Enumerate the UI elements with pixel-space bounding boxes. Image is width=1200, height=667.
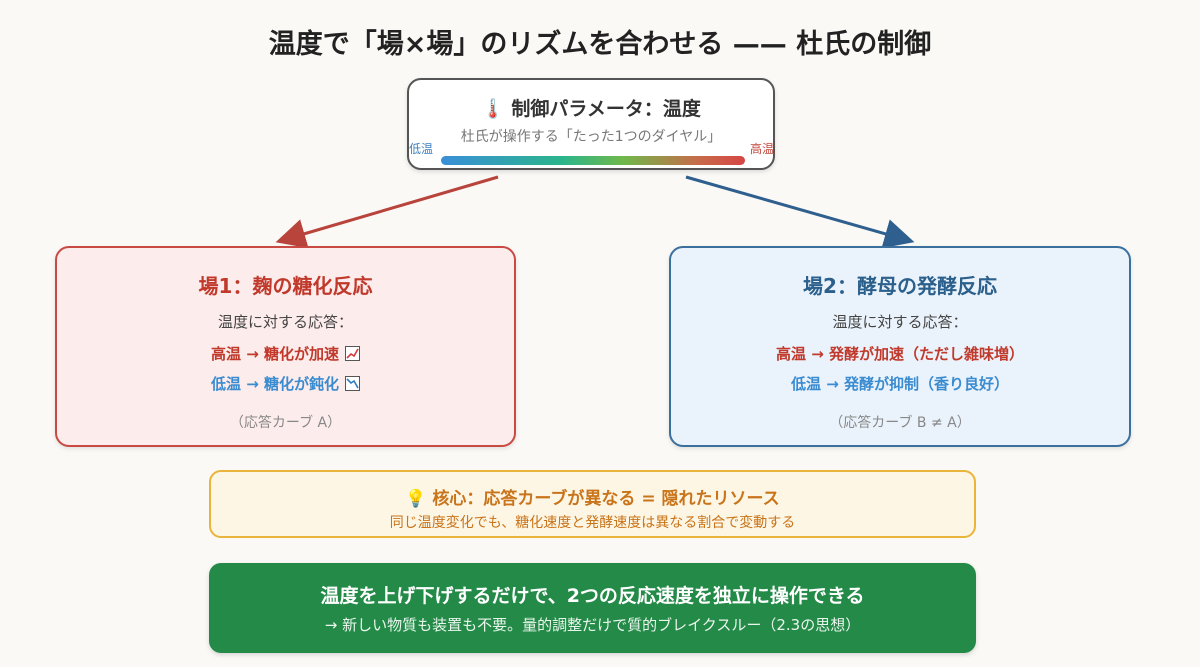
parameter-title: 🌡️ 制御パラメータ：温度 (481, 98, 701, 120)
conclusion-main: 温度を上げ下げするだけで、2つの反応速度を独立に操作できる (320, 585, 865, 607)
conclusion-sub: → 新しい物質も装置も不要。量的調整だけで質的ブレイクスルー（2.3の思想） (324, 616, 861, 634)
chart-decreasing-icon (345, 376, 360, 391)
insight-subtitle: 同じ温度変化でも、糖化速度と発酵速度は異なる割合で変動する (389, 515, 796, 531)
temperature-gradient-bar (441, 156, 745, 165)
field1-high-text: 高温 → 糖化が加速 (210, 345, 339, 363)
chart-increasing-icon (345, 346, 360, 361)
field1-box: 場1：麹の糖化反応 温度に対する応答： 高温 → 糖化が加速 低温 → 糖化が鈍… (55, 246, 516, 447)
diagram-title: 温度で「場×場」のリズムを合わせる —— 杜氏の制御 (268, 29, 932, 60)
arrow-to-field2 (685, 175, 915, 249)
control-parameter-box: 🌡️ 制御パラメータ：温度 杜氏が操作する「たった1つのダイヤル」 低温 高温 (407, 78, 775, 170)
field1-low-response: 低温 → 糖化が鈍化 (57, 373, 514, 394)
field2-curve-label: （応答カーブ B ≠ A） (829, 415, 971, 431)
parameter-subtitle: 杜氏が操作する「たった1つのダイヤル」 (460, 129, 722, 145)
field2-response-label: 温度に対する応答： (832, 313, 968, 331)
conclusion-box: 温度を上げ下げするだけで、2つの反応速度を独立に操作できる → 新しい物質も装置… (209, 563, 976, 653)
insight-box: 💡 核心：応答カーブが異なる = 隠れたリソース 同じ温度変化でも、糖化速度と発… (209, 470, 976, 538)
high-temp-label: 高温 (749, 142, 774, 156)
field1-low-text: 低温 → 糖化が鈍化 (210, 375, 339, 393)
field2-high-response: 高温 → 発酵が加速（ただし雑味増） (775, 345, 1024, 363)
field2-low-response: 低温 → 発酵が抑制（香り良好） (790, 375, 1009, 393)
insight-title: 💡 核心：応答カーブが異なる = 隠れたリソース (405, 489, 780, 509)
field2-box: 場2：酵母の発酵反応 温度に対する応答： 高温 → 発酵が加速（ただし雑味増） … (669, 246, 1131, 447)
low-temp-label: 低温 (409, 142, 434, 156)
field1-high-response: 高温 → 糖化が加速 (57, 343, 514, 364)
field1-curve-label: （応答カーブ A） (229, 415, 342, 431)
field2-title: 場2：酵母の発酵反応 (803, 274, 997, 298)
arrow-to-field1 (275, 175, 499, 249)
field1-response-label: 温度に対する応答： (217, 313, 353, 331)
field1-title: 場1：麹の糖化反応 (198, 274, 373, 298)
